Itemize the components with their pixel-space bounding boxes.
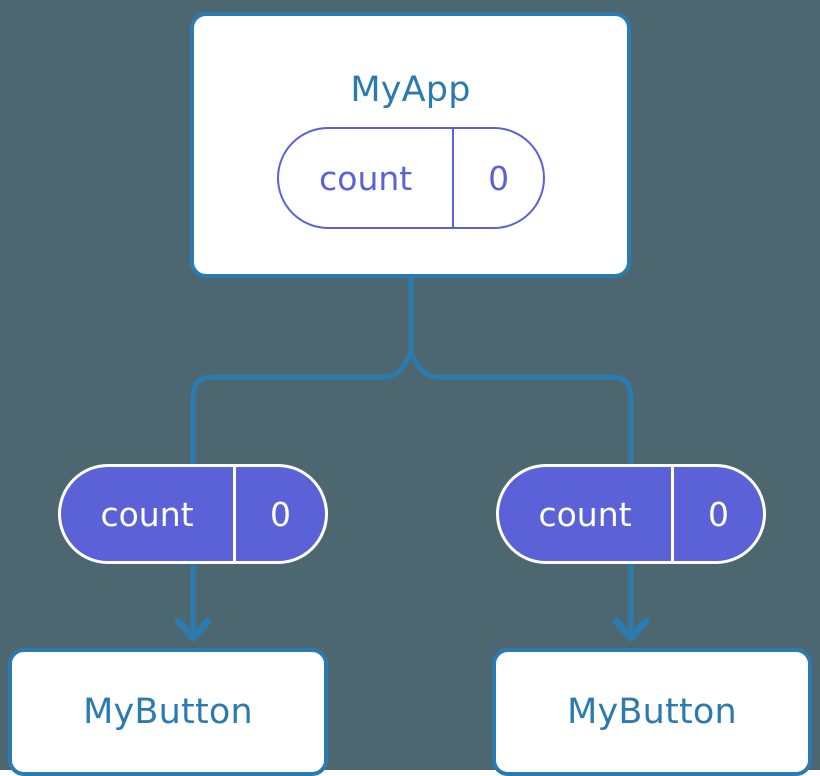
component-name-myapp: MyApp [350, 70, 471, 110]
prop-pill-left-value: 0 [233, 467, 325, 561]
connector-branch-left [190, 350, 414, 464]
prop-pill-right[interactable]: count 0 [496, 464, 766, 564]
arrow-right-head-icon [612, 617, 650, 642]
prop-pill-right-label: count [538, 494, 632, 534]
state-pill-root-value: 0 [452, 129, 543, 227]
component-name-mybutton-left: MyButton [83, 692, 253, 732]
component-card-mybutton-right[interactable]: MyButton [492, 648, 812, 776]
prop-pill-left[interactable]: count 0 [58, 464, 328, 564]
state-pill-root[interactable]: count 0 [277, 127, 545, 229]
component-name-mybutton-right: MyButton [567, 692, 737, 732]
component-card-mybutton-left[interactable]: MyButton [8, 648, 328, 776]
connector-branch-right [408, 350, 634, 464]
arrow-left-head-icon [174, 617, 212, 642]
state-pill-root-label: count [319, 158, 413, 198]
prop-pill-left-label: count [100, 494, 194, 534]
prop-pill-right-value: 0 [671, 467, 763, 561]
